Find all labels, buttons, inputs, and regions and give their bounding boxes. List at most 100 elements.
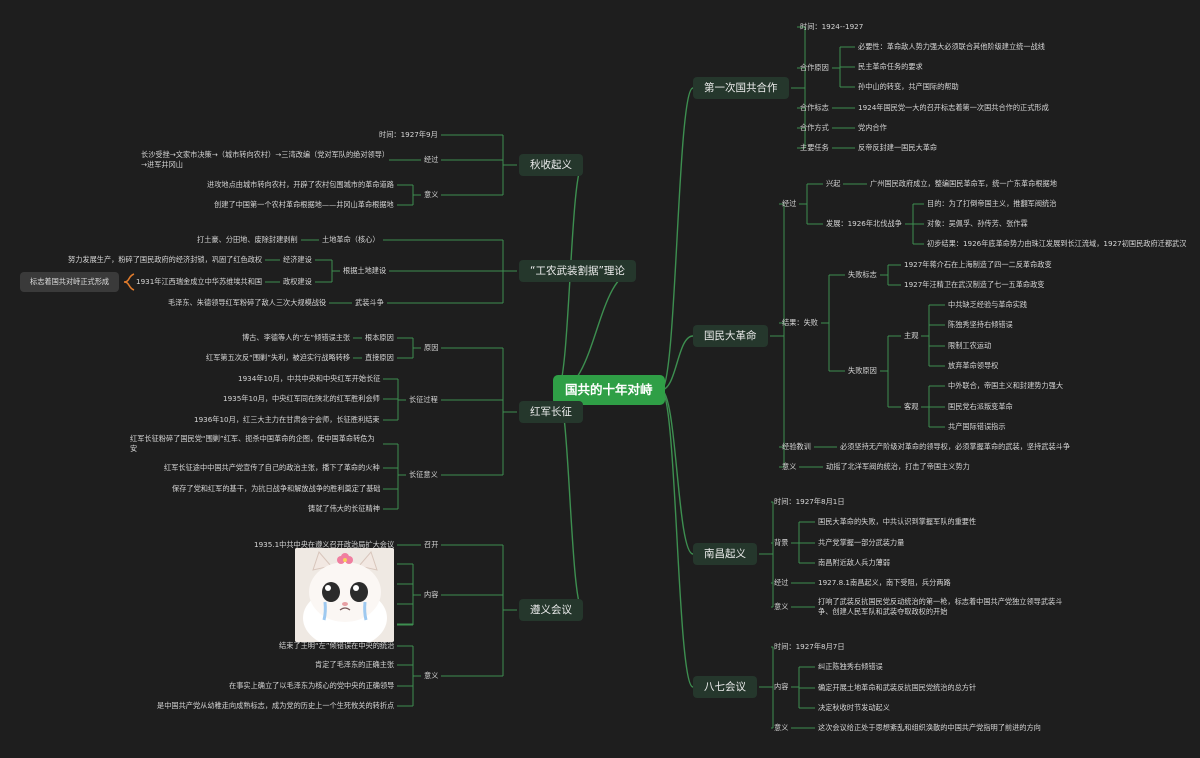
right-node-right-3-children-1-children-2[interactable]: 决定秋收时节发动起义 [818,703,890,712]
right-node-right-0-children-1-children-2[interactable]: 孙中山的转变，共产国际的帮助 [858,82,959,91]
connector [556,389,584,611]
right-branch-0[interactable]: 第一次国共合作 [693,77,789,99]
right-node-right-1-children-3[interactable]: 意义 [782,462,797,471]
right-node-right-2-children-2[interactable]: 经过 [774,578,789,587]
left-node-left-2-children-1[interactable]: 长征过程 [409,395,438,404]
left-node-left-1-children-1-children-1-children-0[interactable]: 1931年江西瑞金成立中华苏维埃共和国 [136,277,263,286]
right-node-right-1-children-1-children-0-children-0[interactable]: 1927年蒋介石在上海制造了四一二反革命政变 [904,260,1052,269]
right-node-right-1-children-1-children-1-children-1-children-1[interactable]: 国民党右派叛变革命 [948,402,1013,411]
right-node-right-2-children-3-children-0[interactable]: 打响了武装反抗国民党反动统治的第一枪，标志着中国共产党独立领导武装斗争、创建人民… [818,597,1063,616]
right-node-right-1-children-1-children-1-children-0-children-2[interactable]: 限制工农运动 [948,341,992,350]
right-node-right-1-children-0-children-0-children-0[interactable]: 广州国民政府成立，整编国民革命军，统一广东革命根据地 [870,179,1057,188]
right-node-right-0-children-4-children-0[interactable]: 反帝反封建一国民大革命 [858,143,938,152]
left-node-left-2-children-2[interactable]: 长征意义 [409,470,438,479]
right-node-right-3-children-2-children-0[interactable]: 这次会议给正处于思想紊乱和组织涣散的中国共产党指明了前进的方向 [818,723,1041,732]
left-branch-3[interactable]: 遵义会议 [519,599,583,621]
right-node-right-1-children-3-children-0[interactable]: 动摇了北洋军阀的统治，打击了帝国主义势力 [826,462,970,471]
right-node-right-1-children-1-children-1-children-1-children-2[interactable]: 共产国际错误指示 [948,422,1006,431]
right-node-right-2-children-0[interactable]: 时间：1927年8月1日 [774,497,845,506]
right-node-right-0-children-1[interactable]: 合作原因 [800,63,829,72]
right-node-right-1-children-1-children-1-children-0-children-0[interactable]: 中共缺乏经验与革命实践 [948,300,1028,309]
right-branch-2[interactable]: 南昌起义 [693,543,757,565]
right-node-right-1-children-0-children-1-children-2[interactable]: 初步结果：1926年底革命势力由珠江发展到长江流域，1927初国民政府迁都武汉 [927,239,1187,248]
left-node-left-2-children-1-children-2[interactable]: 1936年10月，红三大主力在甘肃会宁会师，长征胜利结束 [194,415,380,424]
left-node-left-2-children-0[interactable]: 原因 [424,343,439,352]
left-node-left-2-children-0-children-1-children-0[interactable]: 红军第五次反“围剿”失利，被迫实行战略转移 [206,353,351,362]
right-node-right-2-children-2-children-0[interactable]: 1927.8.1南昌起义，南下受阻，兵分两路 [818,578,951,587]
right-node-right-0-children-2-children-0[interactable]: 1924年国民党一大的召开标志着第一次国共合作的正式形成 [858,103,1049,112]
right-node-right-0-children-3[interactable]: 合作方式 [800,123,829,132]
right-node-right-1-children-0-children-1-children-1[interactable]: 对象：吴佩孚、孙传芳、张作霖 [927,219,1028,228]
right-node-right-1-children-1-children-1-children-1-children-0[interactable]: 中外联合，帝国主义和封建势力强大 [948,381,1064,390]
left-node-left-1-children-1-children-0[interactable]: 经济建设 [283,255,312,264]
right-node-right-1-children-0[interactable]: 经过 [782,199,797,208]
left-node-left-2-children-1-children-1[interactable]: 1935年10月，中央红军同在陕北的红军胜利会师 [223,394,380,403]
left-node-left-2-children-0-children-0[interactable]: 根本原因 [365,333,394,342]
left-node-left-1-children-0[interactable]: 土地革命（核心） [322,235,380,244]
left-node-left-0-children-1[interactable]: 经过 [424,155,439,164]
left-node-left-3-children-2-children-3[interactable]: 是中国共产党从幼稚走向成熟标志，成为党的历史上一个生死攸关的转折点 [157,701,395,710]
right-node-right-0-children-1-children-1[interactable]: 民主革命任务的要求 [858,62,923,71]
left-node-left-0-children-2[interactable]: 意义 [424,190,439,199]
right-node-right-3-children-0[interactable]: 时间：1927年8月7日 [774,642,845,651]
left-node-left-2-children-2-children-1[interactable]: 红军长征途中中国共产党宣传了自己的政治主张，播下了革命的火种 [164,463,380,472]
right-node-right-0-children-0[interactable]: 时间：1924--1927 [800,22,864,31]
left-node-left-0-children-2-children-0[interactable]: 进攻地点由城市转向农村，开辟了农村包围城市的革命道路 [207,180,394,189]
right-node-right-1-children-1-children-1-children-0-children-1[interactable]: 陈独秀坚持右倾错误 [948,320,1013,329]
right-node-right-1-children-1[interactable]: 结果：失败 [782,318,818,327]
left-node-left-2-children-2-children-2[interactable]: 保存了党和红军的基干，为抗日战争和解放战争的胜利奠定了基础 [172,484,381,493]
right-node-right-1-children-2[interactable]: 经验教训 [782,442,811,451]
right-node-right-3-children-1[interactable]: 内容 [774,682,789,691]
right-node-right-2-children-1[interactable]: 背景 [774,538,789,547]
right-branch-1[interactable]: 国民大革命 [693,325,768,347]
right-node-right-1-children-1-children-1-children-0[interactable]: 主观 [904,331,919,340]
left-node-left-2-children-2-children-3[interactable]: 铸就了伟大的长征精神 [308,504,380,513]
left-node-left-0-children-0[interactable]: 时间：1927年9月 [379,130,438,139]
right-node-right-3-children-2[interactable]: 意义 [774,723,789,732]
right-node-right-1-children-1-children-1-children-1[interactable]: 客观 [904,402,919,411]
root-topic[interactable]: 国共的十年对峙 [553,375,665,405]
left-node-left-3-children-2-children-1[interactable]: 肯定了毛泽东的正确主张 [315,660,395,669]
left-node-left-3-children-0[interactable]: 召开 [424,540,439,549]
left-node-left-2-children-0-children-1[interactable]: 直接原因 [365,353,394,362]
left-node-left-1-children-1-children-0-children-0[interactable]: 努力发展生产，粉碎了国民政府的经济封锁，巩固了红色政权 [68,255,263,264]
right-node-right-0-children-2[interactable]: 合作标志 [800,103,829,112]
right-node-right-1-children-0-children-1[interactable]: 发展：1926年北伐战争 [826,219,902,228]
left-branch-2[interactable]: 红军长征 [519,401,583,423]
left-branch-0[interactable]: 秋收起义 [519,154,583,176]
left-node-left-1-children-0-children-0[interactable]: 打土豪、分田地、废除封建剥削 [197,235,298,244]
right-node-right-2-children-1-children-2[interactable]: 南昌附近敌人兵力薄弱 [818,558,890,567]
right-node-right-3-children-1-children-0[interactable]: 纠正陈独秀右倾错误 [818,662,883,671]
left-node-left-1-children-2[interactable]: 武装斗争 [355,298,384,307]
left-node-left-1-children-2-children-0[interactable]: 毛泽东、朱德领导红军粉碎了敌人三次大规模战役 [168,298,327,307]
right-node-right-2-children-1-children-1[interactable]: 共产党掌握一部分武装力量 [818,538,905,547]
right-node-right-1-children-1-children-1[interactable]: 失败原因 [848,366,877,375]
left-node-left-3-children-2-children-0[interactable]: 结束了王明“左”倾错误在中央的统治 [279,641,395,650]
left-node-left-0-children-2-children-1[interactable]: 创建了中国第一个农村革命根据地——井冈山革命根据地 [214,200,394,209]
left-node-left-3-children-0-children-0[interactable]: 1935.1中共中央在遵义召开政治局扩大会议 [254,540,395,549]
left-node-left-3-children-1[interactable]: 内容 [424,590,439,599]
left-node-left-1-children-1[interactable]: 根据土地建设 [343,266,387,275]
right-node-right-1-children-2-children-0[interactable]: 必须坚持无产阶级对革命的领导权，必须掌握革命的武装，坚持武装斗争 [840,442,1071,451]
right-node-right-0-children-1-children-0[interactable]: 必要性：革命敌人势力强大必须联合其他阶级建立统一战线 [858,42,1045,51]
left-node-left-1-children-1-children-1[interactable]: 政权建设 [283,277,312,286]
left-node-left-3-children-2[interactable]: 意义 [424,671,439,680]
left-node-left-0-children-1-children-0[interactable]: 长沙受挫→文家市决策→（城市转向农村）→三湾改编（党对军队的绝对领导）→进军井冈… [141,150,386,169]
right-node-right-1-children-0-children-1-children-0[interactable]: 目的：为了打倒帝国主义，推翻军阀统治 [927,199,1057,208]
left-node-left-2-children-1-children-0[interactable]: 1934年10月，中共中央和中央红军开始长征 [238,374,381,383]
right-node-right-3-children-1-children-1[interactable]: 确定开展土地革命和武装反抗国民党统治的总方针 [818,683,977,692]
left-node-left-3-children-2-children-2[interactable]: 在事实上确立了以毛泽东为核心的党中央的正确领导 [229,681,395,690]
left-node-left-2-children-2-children-0[interactable]: 红军长征粉碎了国民党“围剿”红军、扼杀中国革命的企图，使中国革命转危为安 [130,434,375,453]
right-node-right-1-children-1-children-0[interactable]: 失败标志 [848,270,877,279]
right-node-right-0-children-4[interactable]: 主要任务 [800,143,829,152]
left-node-left-2-children-0-children-0-children-0[interactable]: 博古、李德等人的“左”倾错误主张 [242,333,351,342]
right-node-right-1-children-0-children-0[interactable]: 兴起 [826,179,841,188]
left-branch-1[interactable]: “工农武装割据”理论 [519,260,636,282]
right-node-right-2-children-3[interactable]: 意义 [774,602,789,611]
right-branch-3[interactable]: 八七会议 [693,676,757,698]
note-callout[interactable]: 标志着国共对峙正式形成 [20,272,120,292]
right-node-right-1-children-1-children-1-children-0-children-3[interactable]: 放弃革命领导权 [948,361,999,370]
right-node-right-2-children-1-children-0[interactable]: 国民大革命的失败，中共认识到掌握军队的重要性 [818,517,977,526]
right-node-right-1-children-1-children-0-children-1[interactable]: 1927年汪精卫在武汉制造了七一五革命政变 [904,280,1045,289]
right-node-right-0-children-3-children-0[interactable]: 党内合作 [858,123,887,132]
